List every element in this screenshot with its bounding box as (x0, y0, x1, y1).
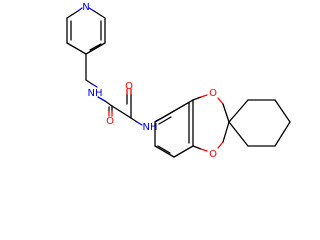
structure-canvas: N NH O O NH O O (66, 2, 291, 160)
bond (157, 145, 171, 154)
bond (97, 96, 106, 102)
carbonyl-oxygen-label: O (106, 116, 114, 127)
bond (88, 7, 95, 12)
bond (66, 42, 87, 55)
bond (91, 83, 98, 88)
bond (200, 148, 208, 152)
bond (89, 43, 102, 51)
bond (93, 10, 106, 19)
bond (154, 110, 175, 123)
bond (66, 10, 79, 19)
bond (154, 145, 175, 158)
bond (200, 94, 208, 98)
bond (217, 97, 224, 105)
ether-oxygen-label: O (209, 149, 217, 160)
bond (111, 105, 132, 119)
bond (217, 141, 224, 149)
bond (85, 42, 106, 55)
molecule-diagram: N NH O O NH O O (66, 2, 291, 160)
bond (192, 145, 202, 150)
amide-nh-label: NH (143, 122, 158, 133)
benzene-ring (154, 99, 194, 158)
amine-nh-label: NH (88, 88, 103, 99)
bond (77, 7, 83, 12)
pyridine-nitrogen-label: N (82, 2, 89, 13)
bond (228, 99, 249, 123)
pyridine-ring (66, 7, 106, 55)
bond (158, 116, 172, 125)
bond (104, 100, 113, 107)
bond (222, 103, 230, 123)
ether-oxygen-label: O (209, 88, 217, 99)
bond (130, 117, 138, 123)
bond (228, 121, 249, 147)
bond (85, 79, 93, 85)
carbonyl-oxygen-label: O (125, 81, 133, 92)
bond (222, 121, 230, 143)
bond (173, 99, 194, 112)
bond (274, 121, 291, 147)
bond (173, 145, 194, 158)
bond (136, 121, 143, 126)
bond (192, 96, 202, 101)
cyclohexane-ring (228, 99, 291, 147)
bond (274, 99, 291, 123)
